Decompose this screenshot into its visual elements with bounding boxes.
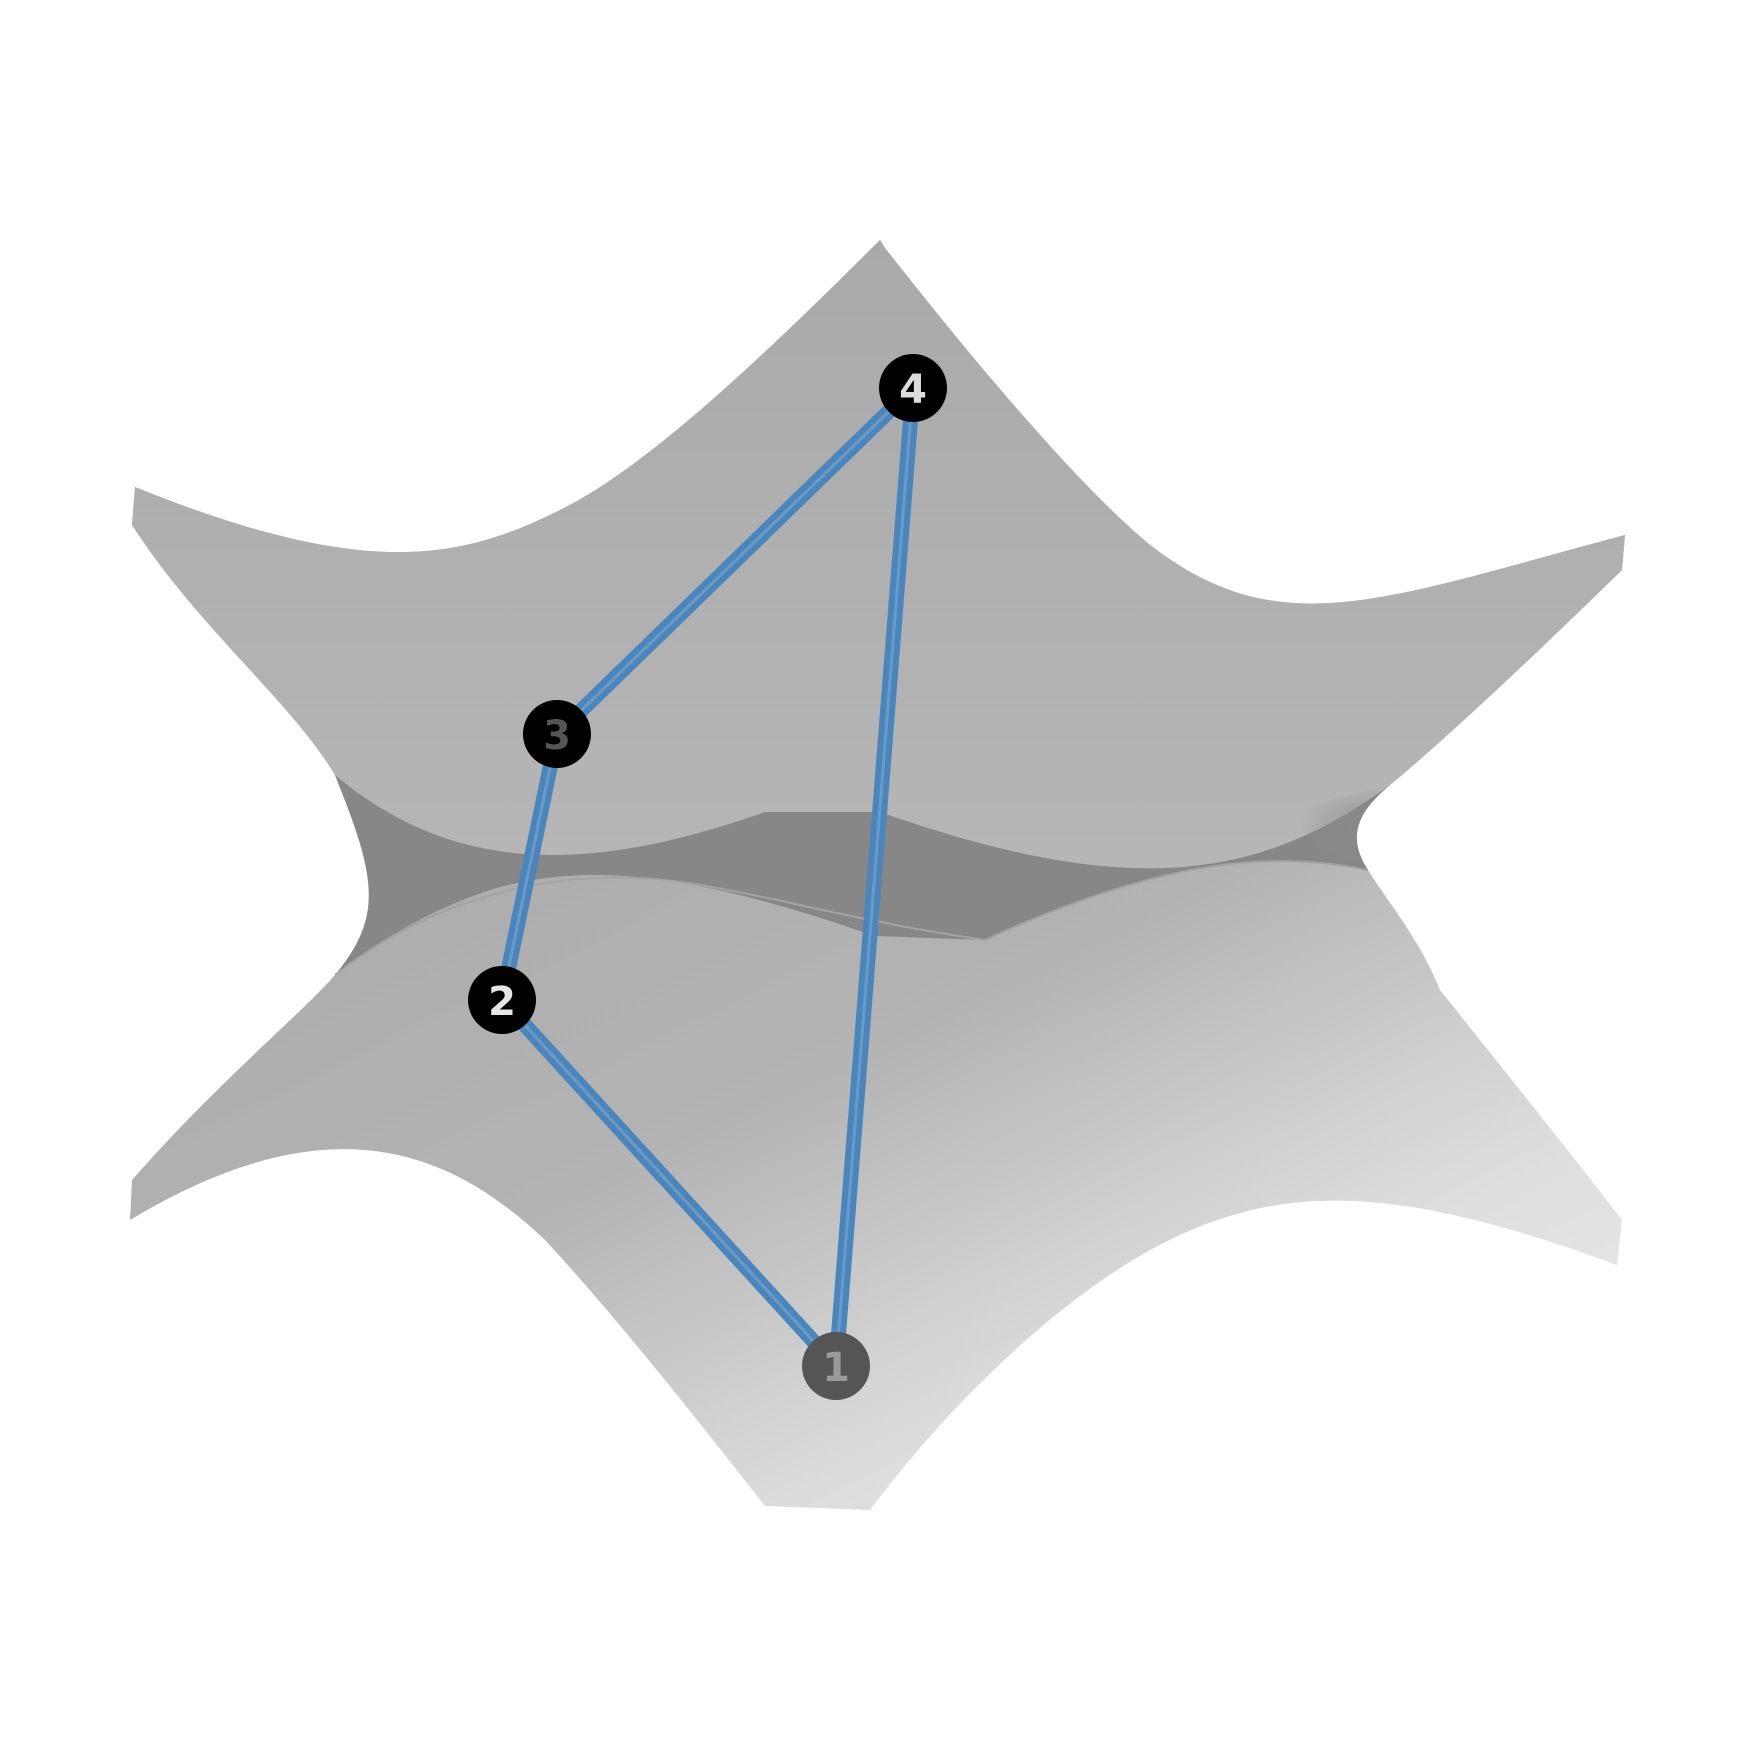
node-label-1: 1: [822, 1345, 850, 1391]
surface-fold: [335, 775, 1390, 975]
surface-upper-sheet: [132, 240, 1625, 869]
edge-highlight-1-2: [500, 998, 838, 1368]
node-label-4: 4: [899, 367, 927, 413]
node-2: 2: [468, 966, 536, 1034]
edge-highlight-2-3: [500, 733, 559, 1001]
edge-1-2: [496, 994, 842, 1372]
surface-lower-edge: [334, 860, 1369, 976]
node-circle-3: [523, 700, 591, 768]
node-3: 3: [523, 700, 591, 768]
node-label-3: 3: [543, 713, 571, 759]
node-1: 1: [802, 1332, 870, 1400]
node-circle-4: [879, 354, 947, 422]
graph-edges: [494, 382, 921, 1372]
node-circle-1: [802, 1332, 870, 1400]
surface-right-shadow: [1250, 785, 1390, 870]
edge-4-1: [828, 387, 921, 1367]
node-circle-2: [468, 966, 536, 1034]
edge-highlight-3-4: [555, 386, 915, 736]
node-4: 4: [879, 354, 947, 422]
edge-2-3: [494, 732, 565, 1002]
edge-3-4: [551, 382, 919, 740]
graph-nodes: 1 2 3 4: [468, 354, 947, 1400]
edge-highlight-4-1: [834, 387, 915, 1367]
node-label-2: 2: [488, 979, 516, 1025]
